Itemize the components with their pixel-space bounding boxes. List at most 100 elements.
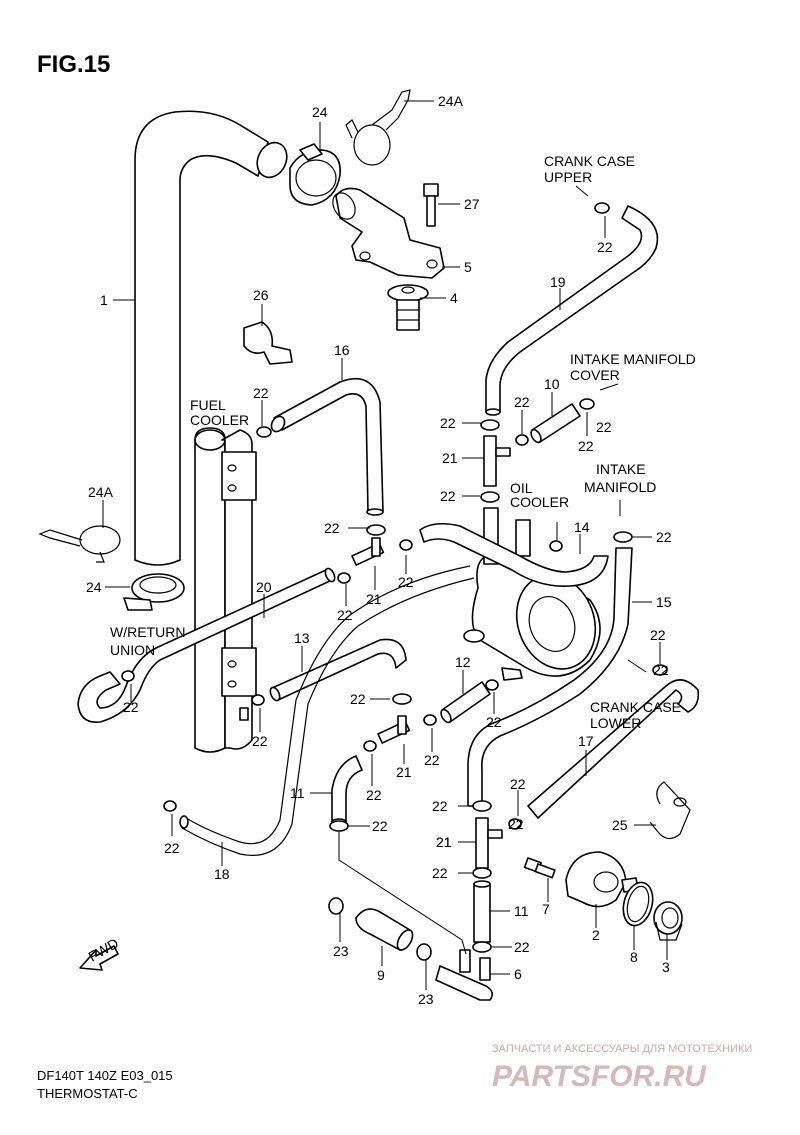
part-7-bolt — [523, 857, 556, 879]
part-12-hose — [440, 681, 491, 724]
callout: 22 — [324, 520, 340, 536]
part-20-hose — [77, 567, 336, 723]
part-24-clamp-top — [289, 143, 341, 206]
leader-lines — [102, 100, 668, 990]
part-17-hose — [527, 679, 700, 819]
captions: CRANK CASE UPPER INTAKE MANIFOLD COVER I… — [110, 153, 696, 731]
callout: 22 — [653, 662, 669, 678]
caption-fuel-cooler: FUEL — [190, 397, 226, 413]
callout: 22 — [366, 787, 382, 803]
part-24a-spring-clamp-left — [38, 525, 121, 563]
callout: 22 — [253, 385, 269, 401]
callout: 2 — [592, 927, 600, 943]
part-3-cap — [653, 901, 683, 941]
part-6-fitting — [435, 949, 494, 1001]
callout: 27 — [464, 196, 480, 212]
part-4-thermostat — [387, 284, 429, 331]
part-16-hose — [270, 377, 384, 516]
caption-intake-2: MANIFOLD — [584, 479, 656, 495]
callout: 22 — [508, 816, 524, 832]
caption-intake-cover: INTAKE MANIFOLD — [570, 351, 696, 367]
callout: 22 — [597, 239, 613, 255]
caption-oil-cooler-2: COOLER — [510, 494, 569, 510]
part-10-hose — [530, 403, 581, 444]
callout: 22 — [350, 691, 366, 707]
callout: 15 — [656, 594, 672, 610]
callout: 25 — [612, 817, 628, 833]
callout: 5 — [464, 259, 472, 275]
callout: 22 — [440, 488, 456, 504]
part-27-bolt — [423, 183, 439, 227]
caption-return-union-2: UNION — [110, 642, 155, 658]
part-13-hose — [269, 638, 407, 702]
callout: 3 — [662, 959, 670, 975]
part-11-hose-upper — [331, 755, 363, 826]
callout: 23 — [333, 943, 349, 959]
callout: 24 — [312, 104, 328, 120]
part-1-hose — [134, 110, 288, 566]
part-21-tee-d — [475, 817, 503, 869]
callout: 9 — [377, 967, 385, 983]
callout: 22 — [578, 438, 594, 454]
watermark-tagline: ЗАПЧАСТИ И АКСЕССУАРЫ ДЛЯ МОТОТЕХНИКИ — [492, 1043, 752, 1055]
caption-crankcase-lower: CRANK CASE — [590, 699, 681, 715]
callout: 22 — [650, 627, 666, 643]
callout: 26 — [253, 287, 269, 303]
callout: 24A — [438, 93, 464, 109]
callout: 22 — [432, 865, 448, 881]
part-19-hose — [485, 205, 659, 416]
callout: 22 — [656, 529, 672, 545]
callout: 22 — [164, 840, 180, 856]
caption-crankcase-upper: CRANK CASE — [544, 153, 635, 169]
callout: 21 — [436, 834, 452, 850]
callout: 11 — [290, 785, 305, 801]
callout: 22 — [514, 394, 530, 410]
part-21-tee-a — [483, 435, 511, 487]
caption-crankcase-upper-2: UPPER — [544, 169, 592, 185]
part-24-clamp-left — [123, 573, 185, 611]
callout: 22 — [372, 818, 388, 834]
figure-title: FIG.15 — [37, 51, 110, 78]
part-9-hose — [355, 908, 414, 951]
callout: 12 — [455, 654, 471, 670]
callout: 16 — [334, 342, 350, 358]
fwd-arrow-icon: FWD — [79, 935, 121, 971]
callout: 22 — [337, 607, 353, 623]
callout: 24A — [88, 484, 114, 500]
callout: 22 — [424, 752, 440, 768]
part-8-o-ring — [622, 881, 654, 927]
part-18-hose — [179, 565, 475, 856]
caption-intake: INTAKE — [596, 461, 646, 477]
callout: 22 — [514, 939, 530, 955]
callout: 21 — [396, 764, 412, 780]
caption-return-union: W/RETURN — [110, 624, 185, 640]
callout: 22 — [486, 714, 502, 730]
part-14-hose — [419, 522, 609, 587]
callout: 1 — [100, 292, 108, 308]
callout: 21 — [366, 591, 382, 607]
fuel-cooler — [194, 427, 257, 753]
oil-cooler — [463, 507, 601, 681]
callout: 24 — [86, 579, 102, 595]
callout: 8 — [630, 949, 638, 965]
part-26-clip — [243, 321, 293, 365]
callout: 22 — [432, 798, 448, 814]
model-code: DF140T 140Z E03_015 — [37, 1068, 173, 1083]
caption-crankcase-lower-2: LOWER — [590, 715, 641, 731]
part-22-clamps — [121, 202, 668, 961]
callout: 22 — [440, 415, 456, 431]
callout: 22 — [596, 419, 612, 435]
watermark-brand: PARTSFOR.RU — [492, 1060, 707, 1093]
callout: 21 — [436, 834, 452, 850]
callout: 7 — [542, 901, 550, 917]
callout: 22 — [398, 574, 414, 590]
part-15-hose — [467, 547, 633, 807]
callout: 13 — [294, 630, 310, 646]
callout: 17 — [578, 733, 594, 749]
callout: 18 — [214, 866, 230, 882]
callout: 14 — [574, 519, 590, 535]
callout: 10 — [544, 376, 560, 392]
part-21-tee-c — [377, 715, 411, 744]
